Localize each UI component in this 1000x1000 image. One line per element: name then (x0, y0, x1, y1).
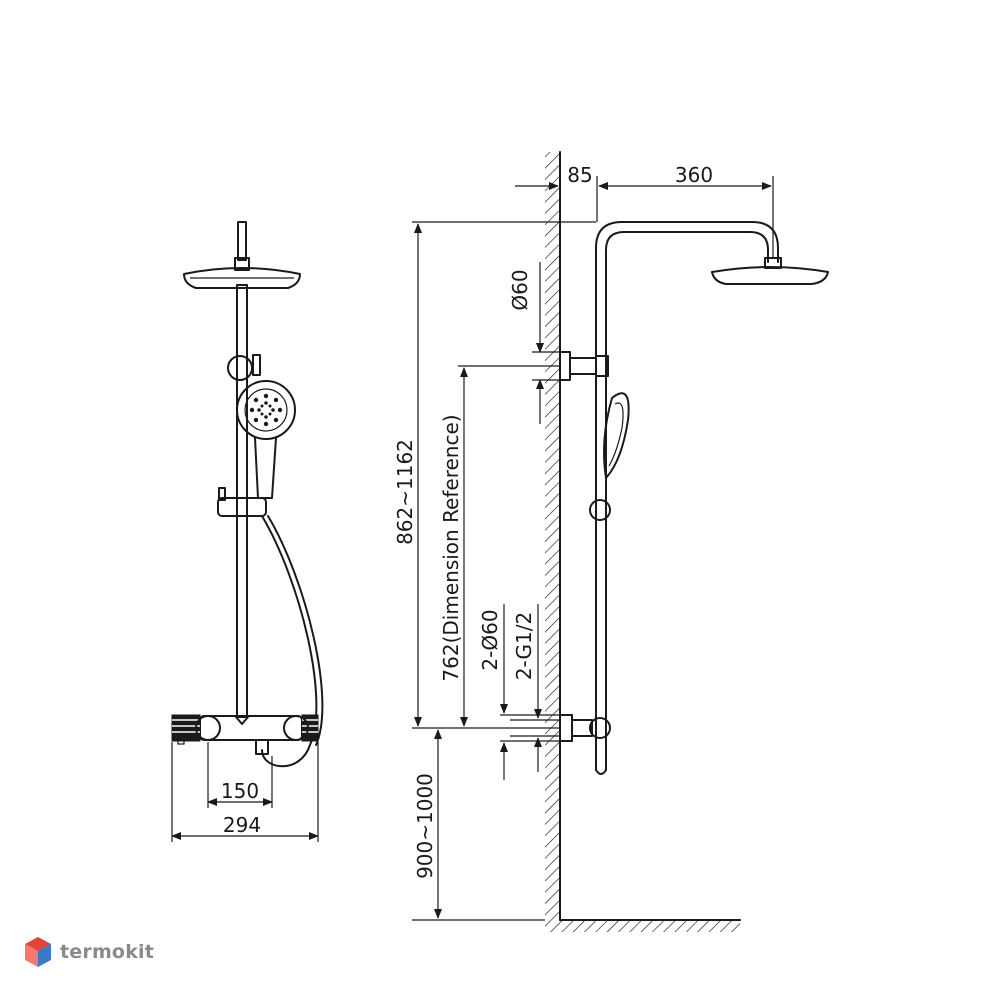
dim-phi60-top-label: Ø60 (508, 269, 532, 310)
side-riser-and-arm (595, 221, 779, 771)
side-slider (589, 499, 611, 521)
dim-height-range-label: 862~1162 (393, 439, 417, 545)
watermark-text: termokit (60, 941, 155, 963)
riser-pipe (236, 284, 248, 718)
upper-wall-bracket (559, 351, 609, 381)
cube-logo-icon (25, 937, 51, 967)
hand-shower-handle (254, 437, 277, 499)
side-hand-shower (603, 392, 630, 479)
dim-85-label: 85 (567, 163, 592, 187)
top-connector (237, 221, 247, 261)
spray-nozzles (249, 393, 283, 427)
thermostatic-mixer (171, 714, 319, 755)
front-view: 150 294 (171, 221, 324, 842)
dim-294-label: 294 (223, 813, 261, 837)
side-rain-head (711, 266, 829, 285)
hand-shower-head (236, 380, 296, 440)
dim-floor-label: 900~1000 (413, 773, 437, 879)
dim-150-label: 150 (221, 779, 259, 803)
dim-2g12-label: 2-G1/2 (512, 612, 536, 680)
watermark-logo: termokit (24, 936, 154, 968)
dim-360-label: 360 (675, 163, 713, 187)
slider-bracket (217, 497, 267, 517)
side-view: 85 360 Ø60 862~1162 762(Dimension Refere… (393, 151, 829, 932)
dim-reference-label: 762(Dimension Reference) (439, 414, 463, 681)
floor-hatch (545, 920, 740, 932)
wall-hatch (545, 152, 560, 920)
dim-2phi60-label: 2-Ø60 (478, 609, 502, 670)
side-mixer (559, 714, 611, 775)
rain-shower-head (183, 267, 301, 289)
holder-knob (227, 355, 253, 381)
